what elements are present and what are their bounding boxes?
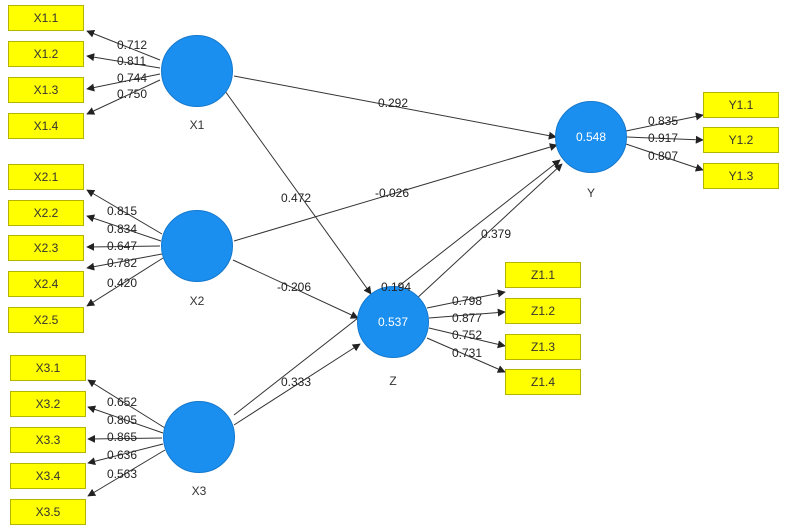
indicator-x3-1[interactable]: X3.1 <box>10 355 86 381</box>
arrow-x2-x2-5 <box>86 257 164 307</box>
construct-x2[interactable] <box>161 210 233 282</box>
indicator-x3-3[interactable]: X3.3 <box>10 427 86 453</box>
construct-z[interactable]: 0.537 <box>357 286 429 358</box>
path-coef-x1-z: 0.472 <box>281 191 312 205</box>
indicator-x2-2[interactable]: X2.2 <box>8 200 84 226</box>
construct-y-value: 0.548 <box>575 130 607 144</box>
loading-x2-3: 0.647 <box>107 239 138 253</box>
loading-z1-4: 0.731 <box>452 346 483 360</box>
indicator-y1-3[interactable]: Y1.3 <box>703 163 779 189</box>
path-coef-z-y: 0.194 <box>381 280 412 294</box>
arrow-x1-x1-2 <box>86 53 161 69</box>
construct-x1-name: X1 <box>189 118 205 132</box>
loading-z1-1: 0.798 <box>452 294 483 308</box>
path-coef-x2-y: -0.026 <box>375 186 410 200</box>
loading-z1-3: 0.752 <box>452 328 483 342</box>
arrow-x2-x2-2 <box>86 214 162 242</box>
loading-y1-3: 0.807 <box>648 149 679 163</box>
indicator-z1-3[interactable]: Z1.3 <box>505 334 581 360</box>
loading-x3-4: 0.636 <box>107 448 138 462</box>
arrow-x3-x3-3 <box>87 434 163 443</box>
construct-x1[interactable] <box>161 35 233 107</box>
indicator-x3-4[interactable]: X3.4 <box>10 463 86 489</box>
arrow-z-z1-4 <box>426 337 506 373</box>
arrow-x1-x1-1 <box>86 29 161 61</box>
indicator-z1-4[interactable]: Z1.4 <box>505 369 581 395</box>
loading-y1-2: 0.917 <box>648 131 679 145</box>
path-x2-z <box>232 259 359 319</box>
indicator-z1-2[interactable]: Z1.2 <box>505 298 581 324</box>
indicator-x1-4[interactable]: X1.4 <box>8 113 84 139</box>
indicator-x3-5[interactable]: X3.5 <box>10 499 86 525</box>
loading-x2-5: 0.420 <box>107 276 138 290</box>
indicator-x2-4[interactable]: X2.4 <box>8 271 84 297</box>
arrow-x3-x3-1 <box>87 379 166 429</box>
arrow-x3-x3-2 <box>87 405 164 434</box>
arrow-z-z1-2 <box>428 308 506 319</box>
loading-x1-3: 0.744 <box>117 71 148 85</box>
loading-x1-4: 0.750 <box>117 87 148 101</box>
loading-y1-1: 0.835 <box>648 114 679 128</box>
loading-x3-3: 0.865 <box>107 430 138 444</box>
construct-x2-name: X2 <box>189 294 205 308</box>
path-coef-x3-y: 0.379 <box>481 227 512 241</box>
arrow-z-z1-1 <box>426 289 506 309</box>
arrow-x2-x2-1 <box>86 189 163 235</box>
path-x1-y <box>233 75 557 140</box>
indicator-x2-1[interactable]: X2.1 <box>8 164 84 190</box>
indicator-x2-3[interactable]: X2.3 <box>8 235 84 261</box>
loading-z1-2: 0.877 <box>452 311 483 325</box>
arrow-y-y1-1 <box>625 112 704 132</box>
loading-x2-4: 0.782 <box>107 256 138 270</box>
path-x1-z <box>224 90 372 295</box>
construct-x3-name: X3 <box>191 484 207 498</box>
path-coef-x1-y: 0.292 <box>378 96 409 110</box>
construct-y-name: Y <box>586 186 595 200</box>
arrow-x3-x3-5 <box>87 449 166 497</box>
arrow-y-y1-2 <box>626 135 704 144</box>
path-coef-x3-z: 0.333 <box>281 375 312 389</box>
path-x3-z <box>233 343 361 426</box>
arrow-x2-x2-4 <box>86 253 163 271</box>
loading-x3-2: 0.805 <box>107 413 138 427</box>
path-coef-x2-z: -0.206 <box>277 280 312 294</box>
arrow-x1-x1-3 <box>86 73 161 92</box>
loading-x1-2: 0.811 <box>117 54 147 68</box>
loading-x2-1: 0.815 <box>107 204 138 218</box>
arrow-x3-x3-4 <box>87 443 164 466</box>
indicator-x1-3[interactable]: X1.3 <box>8 77 84 103</box>
indicator-x3-2[interactable]: X3.2 <box>10 391 86 417</box>
loading-x2-2: 0.834 <box>107 222 138 236</box>
indicator-z1-1[interactable]: Z1.1 <box>505 262 581 288</box>
loading-x3-1: 0.652 <box>107 395 138 409</box>
indicator-y1-2[interactable]: Y1.2 <box>703 127 779 153</box>
indicator-y1-1[interactable]: Y1.1 <box>703 92 779 118</box>
loading-x3-5: 0.563 <box>107 467 138 481</box>
construct-z-value: 0.537 <box>377 315 409 329</box>
arrow-y-y1-3 <box>625 143 704 172</box>
indicator-x1-1[interactable]: X1.1 <box>8 5 84 31</box>
construct-z-name: Z <box>389 374 397 388</box>
arrow-x2-x2-3 <box>86 242 161 251</box>
indicator-x1-2[interactable]: X1.2 <box>8 41 84 67</box>
construct-y[interactable]: 0.548 <box>555 101 627 173</box>
loading-x1-1: 0.712 <box>117 38 148 52</box>
construct-x3[interactable] <box>163 401 235 473</box>
path-x2-y <box>233 143 558 242</box>
arrow-z-z1-3 <box>428 327 506 349</box>
indicator-x2-5[interactable]: X2.5 <box>8 307 84 333</box>
path-z-y <box>414 163 563 301</box>
arrow-x1-x1-4 <box>86 79 161 115</box>
